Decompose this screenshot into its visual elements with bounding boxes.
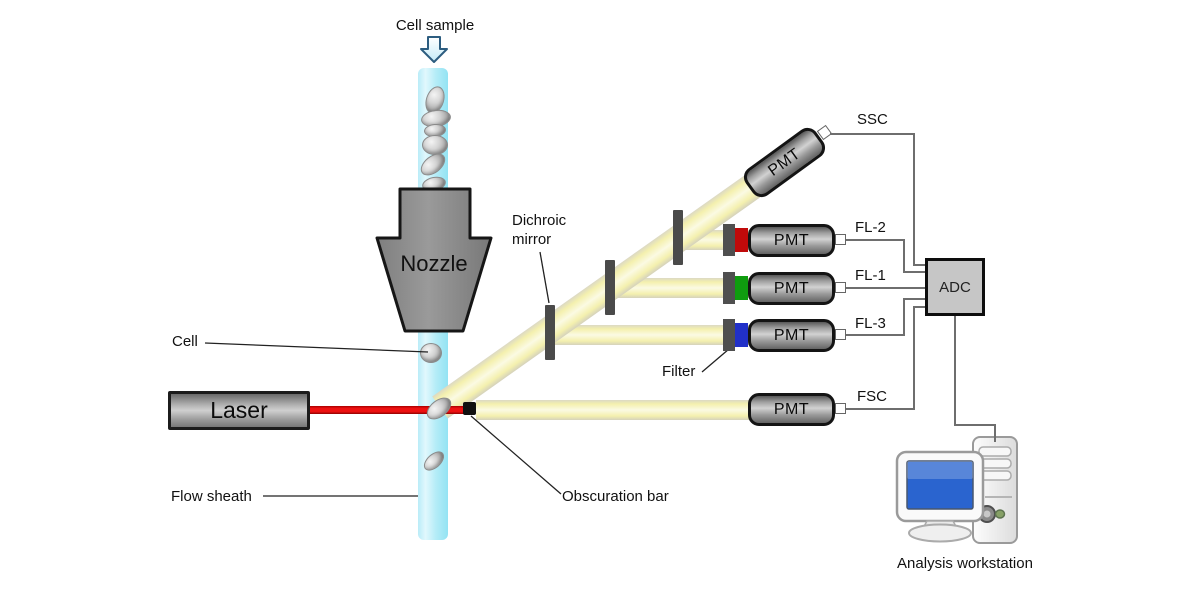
pmt-fsc: PMT: [748, 393, 835, 426]
monitor-screen-highlight: [907, 461, 973, 479]
flow-sheath-label: Flow sheath: [171, 488, 252, 505]
fl1-signal-label: FL-1: [855, 267, 886, 284]
tower-slot: [978, 458, 1012, 469]
computer-tower: [972, 436, 1018, 544]
cell-label: Cell: [172, 333, 198, 350]
obscuration-bar: [463, 402, 476, 415]
adc-output-wire: [994, 424, 996, 442]
tower-led: [994, 509, 1006, 519]
filter-leader-line: [701, 348, 730, 373]
nozzle-label: Nozzle: [400, 251, 468, 276]
fl1-wire: [846, 287, 925, 289]
fsc-wire: [913, 307, 915, 410]
cell-sample-label: Cell sample: [395, 17, 475, 34]
tower-power-button-center: [983, 510, 991, 518]
cell-labeled: [420, 343, 442, 363]
ssc-wire: [913, 133, 915, 266]
computer-monitor: [895, 450, 985, 523]
pmt-fl2-label: PMT: [773, 231, 810, 249]
dichroic-mirror-leader-line: [539, 251, 550, 304]
obscuration-bar-label: Obscuration bar: [562, 488, 669, 505]
adc-output-wire: [954, 316, 956, 426]
adc-label: ADC: [939, 278, 971, 296]
dichroic-mirror-label-line2: mirror: [512, 230, 552, 248]
fl1-beam: [610, 278, 750, 298]
analysis-workstation-icon: [895, 436, 1018, 544]
pmt-fl2: PMT: [748, 224, 835, 257]
fsc-signal-label: FSC: [857, 388, 887, 405]
fl2-wire: [903, 271, 925, 273]
ssc-wire: [913, 264, 925, 266]
laser-label: Laser: [210, 397, 268, 423]
fl2-filter-red: [735, 228, 748, 252]
tower-slot: [978, 470, 1012, 481]
tower-slot: [978, 446, 1012, 457]
laser-box: Laser: [168, 391, 310, 430]
ssc-signal-label: SSC: [857, 111, 888, 128]
fl1-filter-holder: [723, 272, 735, 304]
adc-output-wire: [954, 424, 996, 426]
filter-label: Filter: [662, 363, 696, 380]
fl3-filter-blue: [735, 323, 748, 347]
pmt-ssc: PMT: [739, 123, 830, 202]
obscuration-bar-leader-line: [470, 415, 562, 495]
monitor-neck: [920, 520, 960, 531]
pmt-fl3: PMT: [748, 319, 835, 352]
dichroic-mirror-3: [673, 210, 683, 265]
adc-box: ADC: [925, 258, 985, 316]
dichroic-mirror-2: [605, 260, 615, 315]
pmt-fl1-label: PMT: [773, 279, 810, 297]
cell-in-stream: [422, 135, 448, 155]
cell-leader-line: [204, 342, 429, 353]
dichroic-mirror-1: [545, 305, 555, 360]
monitor-screen: [906, 460, 974, 510]
fl2-signal-label: FL-2: [855, 219, 886, 236]
fl2-filter-holder: [723, 224, 735, 256]
cell-sample-arrow-icon: [420, 36, 448, 63]
fl3-wire: [903, 299, 905, 336]
pmt-fsc-label: PMT: [773, 400, 810, 418]
fl3-wire: [846, 334, 905, 336]
ssc-wire: [830, 133, 915, 135]
fsc-wire: [913, 306, 925, 308]
fl3-signal-label: FL-3: [855, 315, 886, 332]
pmt-fl1: PMT: [748, 272, 835, 305]
fl3-beam: [550, 325, 750, 345]
pmt-fl3-connector: [835, 329, 846, 340]
fl3-filter-holder: [723, 319, 735, 351]
dichroic-mirror-label: Dichroic mirror: [512, 212, 566, 250]
fsc-beam: [476, 400, 756, 420]
tower-power-button: [978, 505, 996, 523]
fsc-wire: [846, 408, 915, 410]
analysis-workstation-label: Analysis workstation: [897, 555, 1033, 572]
dichroic-mirror-label-line1: Dichroic: [512, 212, 567, 229]
fl2-wire: [846, 239, 905, 241]
pmt-fsc-connector: [835, 403, 846, 414]
fl2-wire: [903, 239, 905, 273]
pmt-fl3-label: PMT: [773, 326, 810, 344]
pmt-ssc-label: PMT: [764, 144, 804, 180]
fl3-wire: [903, 298, 925, 300]
pmt-fl1-connector: [835, 282, 846, 293]
monitor-base: [908, 523, 972, 543]
pmt-fl2-connector: [835, 234, 846, 245]
laser-beam: [310, 406, 464, 414]
fl1-filter-green: [735, 276, 748, 300]
